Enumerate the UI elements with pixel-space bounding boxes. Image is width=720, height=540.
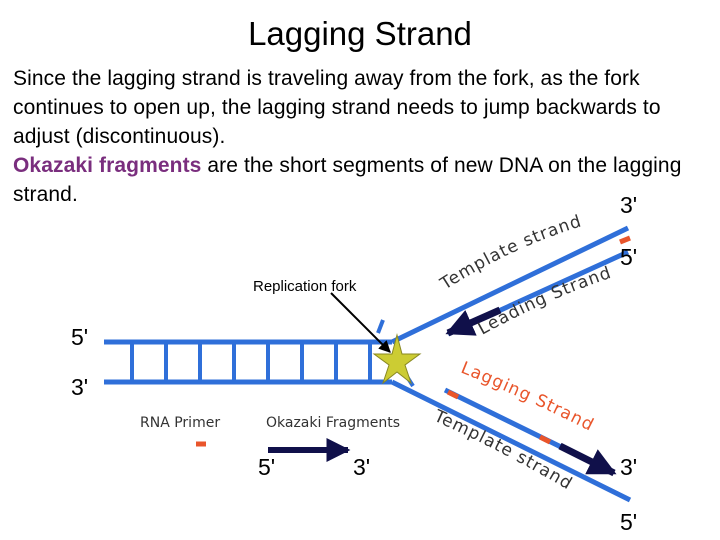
okazaki-definition: are the short segments of new DNA on the… xyxy=(13,154,682,206)
leading-arrow xyxy=(445,306,502,337)
lagging-arrow xyxy=(558,442,617,477)
upper-right-bottom-end-label: 5' xyxy=(620,244,637,270)
lower-template-strand xyxy=(390,379,632,503)
ladder-rungs xyxy=(130,342,372,382)
lagging-primer-1 xyxy=(446,389,460,400)
fork-tick xyxy=(376,319,385,334)
legend: RNA Primer Okazaki Fragments 5' 3' xyxy=(140,415,400,480)
leading-strand-label: Leading Strand xyxy=(475,263,613,339)
lagging-primer-2 xyxy=(538,434,552,445)
leading-strand-label-text: Leading Strand xyxy=(475,263,614,339)
parental-dna-ladder xyxy=(104,339,392,385)
upper-fork-arm xyxy=(376,225,631,345)
replication-fork-star-icon xyxy=(372,333,422,385)
replication-fork-pointer xyxy=(330,292,391,353)
legend-3-end-label: 3' xyxy=(353,454,370,480)
rna-primer-legend-label: RNA Primer xyxy=(140,415,220,431)
slide-title: Lagging Strand xyxy=(248,15,472,52)
legend-5-end-label: 5' xyxy=(258,454,275,480)
body-text: Since the lagging strand is traveling aw… xyxy=(13,64,703,209)
upper-template-strand xyxy=(390,225,630,345)
lower-fork-arm xyxy=(390,373,632,503)
okazaki-term: Okazaki fragments xyxy=(13,154,202,177)
paragraph-lagging-strand: Since the lagging strand is traveling aw… xyxy=(13,67,661,148)
left-bottom-end-label: 3' xyxy=(71,374,88,400)
leading-primer xyxy=(619,235,631,245)
lower-right-top-end-label: 3' xyxy=(620,454,637,480)
okazaki-legend-label: Okazaki Fragments xyxy=(266,415,400,431)
replication-fork-label: Replication fork xyxy=(253,278,357,295)
lower-right-bottom-end-label: 5' xyxy=(620,509,637,535)
upper-right-top-end-label: 3' xyxy=(620,192,637,218)
left-top-end-label: 5' xyxy=(71,324,88,350)
